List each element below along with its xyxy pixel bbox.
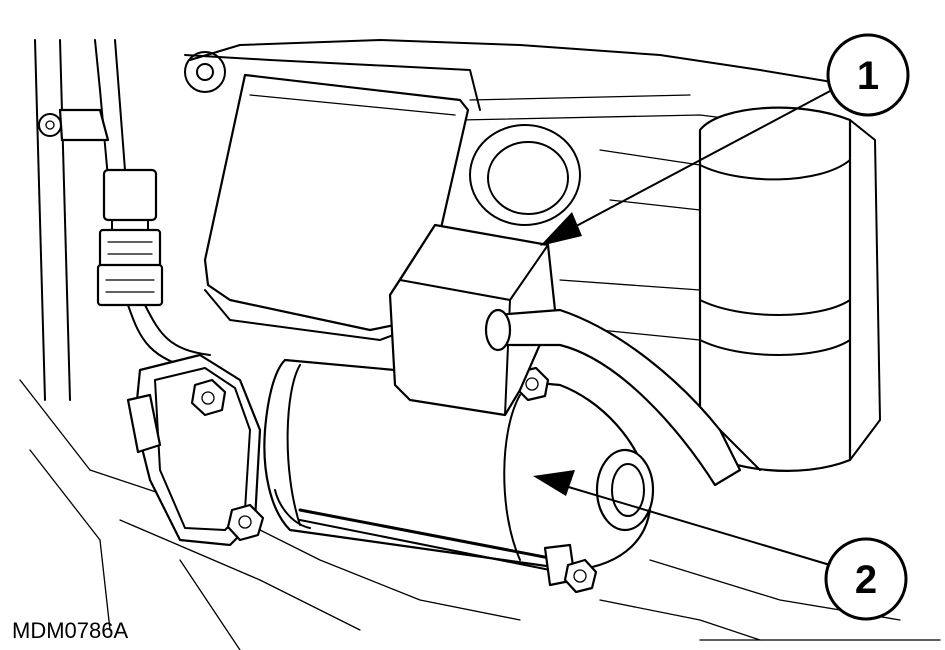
terminal-cover bbox=[388, 223, 761, 487]
figure-reference-code: MDM0786A bbox=[12, 618, 129, 643]
callout-1-label: 1 bbox=[857, 54, 879, 98]
callout-2-label: 2 bbox=[855, 558, 877, 602]
mounting-bolt-upper bbox=[190, 378, 227, 417]
callout-2-circle bbox=[824, 537, 908, 621]
through-bolt-nut bbox=[543, 543, 598, 594]
callout-1-circle bbox=[826, 33, 910, 117]
callout-2: 2 bbox=[533, 470, 908, 621]
callout-1-arrowhead bbox=[540, 212, 582, 246]
engine-block-background bbox=[19, 39, 941, 650]
callout-1: 1 bbox=[540, 33, 910, 246]
fuel-lines bbox=[34, 39, 211, 401]
starter-motor bbox=[126, 353, 655, 594]
heat-shield bbox=[203, 73, 470, 341]
mounting-bolt-lower bbox=[226, 503, 265, 542]
oil-filter bbox=[698, 106, 881, 473]
callout-2-arrowhead bbox=[533, 470, 575, 496]
